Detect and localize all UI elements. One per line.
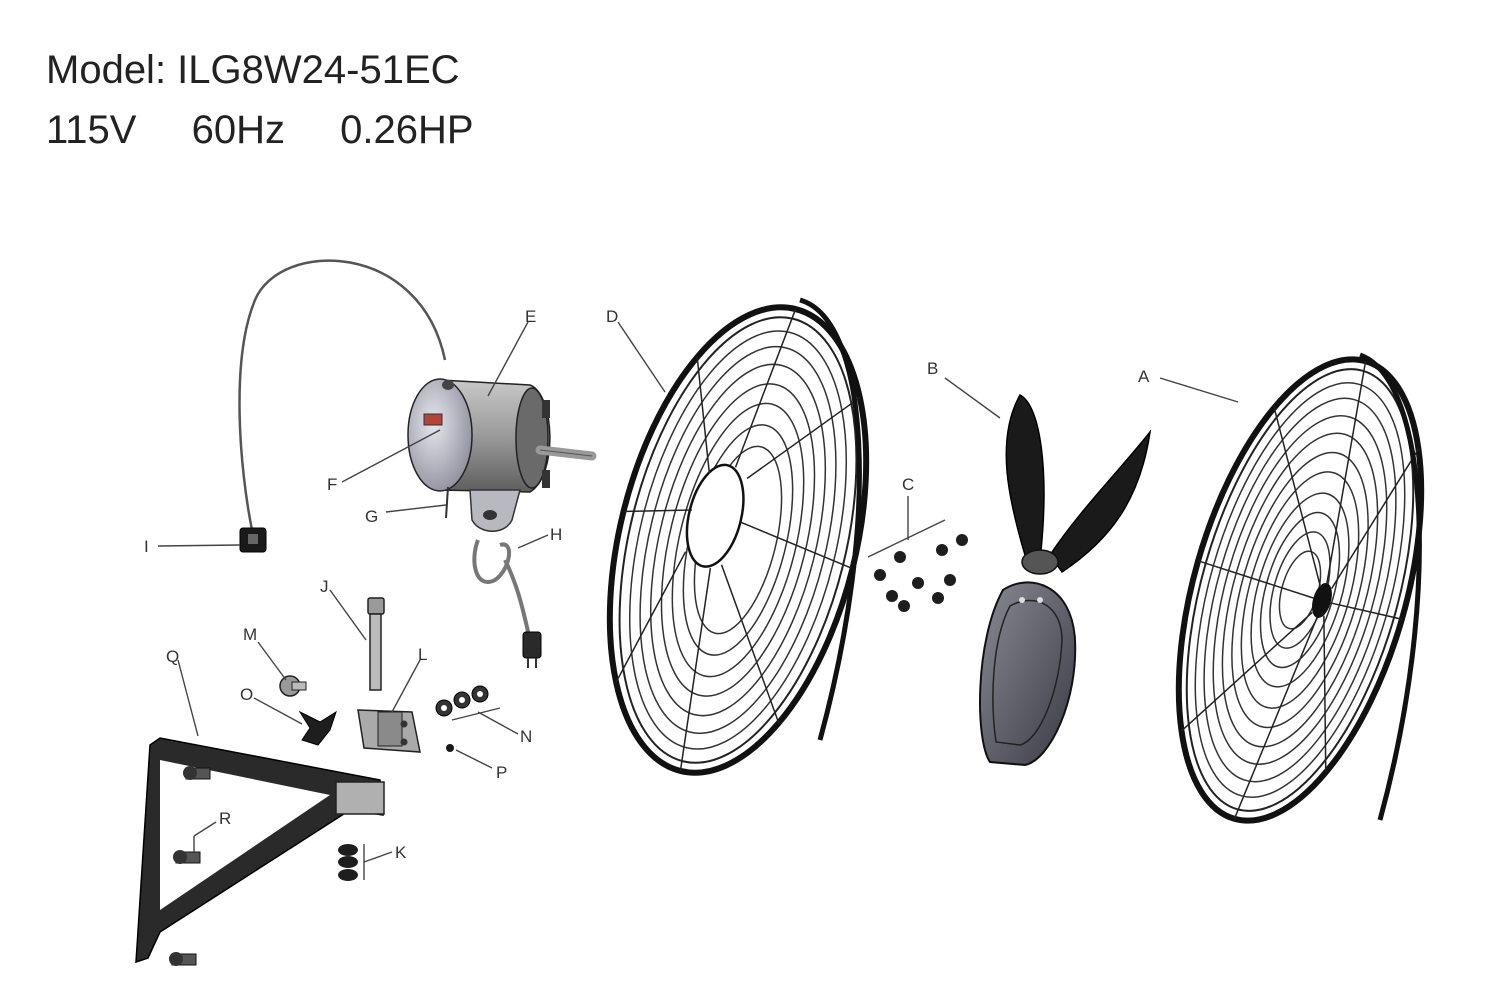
rear-guard <box>606 297 870 776</box>
label-n: N <box>520 727 532 746</box>
long-bolt <box>367 597 385 691</box>
washers <box>435 685 489 717</box>
label-j: J <box>320 577 329 596</box>
power-switch <box>238 259 447 553</box>
electrical-specs: 115V 60Hz 0.26HP <box>46 108 518 153</box>
label-p: P <box>496 763 507 782</box>
label-b: B <box>927 359 938 378</box>
label-a: A <box>1138 367 1150 386</box>
power-spec: 0.26HP <box>340 108 474 152</box>
power-cord <box>472 539 542 668</box>
motor <box>407 378 597 532</box>
blade-nuts <box>874 534 968 612</box>
label-h: H <box>550 525 562 544</box>
knob-screw <box>279 675 307 697</box>
leader-lines <box>157 321 1239 880</box>
label-g: G <box>365 507 378 526</box>
label-c: C <box>902 475 914 494</box>
bracket-nuts <box>338 844 358 881</box>
mount-bracket <box>357 709 421 753</box>
label-r: R <box>219 809 231 828</box>
bracket-bolts <box>169 766 211 966</box>
small-nut <box>446 744 454 752</box>
label-q: Q <box>166 647 179 666</box>
fan-blade <box>979 394 1152 767</box>
label-d: D <box>606 307 618 326</box>
part-labels: A B C D E F G H I J K L M N O P Q R <box>144 307 1150 862</box>
label-f: F <box>327 475 337 494</box>
label-e: E <box>525 307 536 326</box>
model-title: Model: ILG8W24-51EC <box>46 48 460 92</box>
label-l: L <box>418 645 427 664</box>
label-i: I <box>144 537 149 556</box>
frequency-spec: 60Hz <box>191 108 285 152</box>
voltage-spec: 115V <box>46 108 137 152</box>
wing-knob <box>298 710 337 746</box>
label-m: M <box>243 625 257 644</box>
label-o: O <box>240 685 253 704</box>
front-guard <box>1175 352 1425 824</box>
label-k: K <box>395 843 407 862</box>
wall-bracket <box>135 737 385 964</box>
